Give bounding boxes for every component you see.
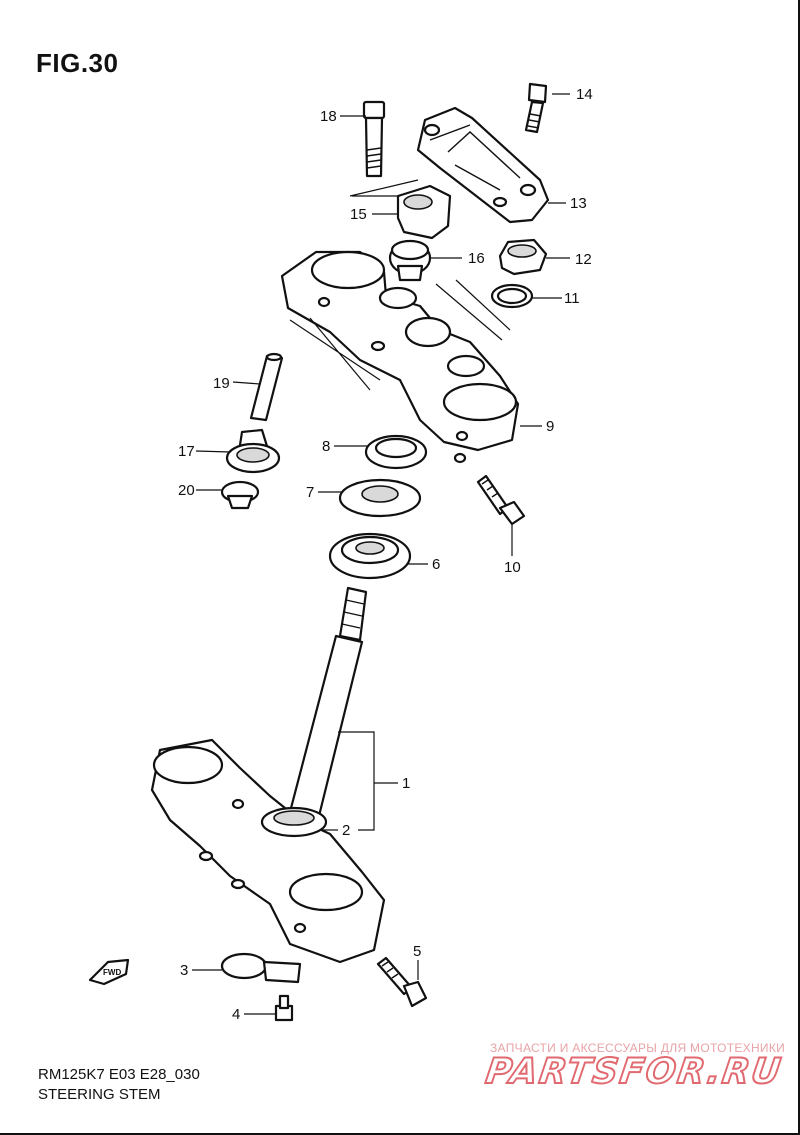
label-part-1: 1 — [402, 775, 410, 792]
part-3-hose-guide[interactable] — [220, 952, 302, 984]
figure-title: FIG.30 — [36, 48, 119, 78]
label-part-10: 10 — [504, 559, 521, 576]
watermark-caption: ЗАПЧАСТИ И АКСЕССУАРЫ ДЛЯ МОТОТЕХНИКИ — [490, 1041, 786, 1055]
label-part-4: 4 — [232, 1006, 240, 1023]
fwd-label: FWD — [103, 968, 121, 977]
label-part-2: 2 — [342, 822, 350, 839]
part-2-bearing[interactable] — [260, 806, 328, 838]
part-9-upper-bracket[interactable] — [280, 250, 520, 464]
label-part-18: 18 — [320, 108, 337, 125]
label-part-6: 6 — [432, 556, 440, 573]
part-8-lock-nut[interactable] — [364, 434, 428, 470]
part-number-labels: 18 14 13 15 16 12 11 9 19 17 8 20 7 10 6… — [178, 86, 593, 1023]
part-12-nut[interactable] — [498, 238, 548, 276]
part-7-dust-seal[interactable] — [338, 478, 422, 518]
part-1-steering-stem[interactable] — [150, 586, 386, 964]
label-part-15: 15 — [350, 206, 367, 223]
part-20-cushion[interactable] — [220, 480, 260, 510]
label-part-16: 16 — [468, 250, 485, 267]
diagram-name: STEERING STEM — [38, 1086, 161, 1103]
part-19-pin[interactable] — [249, 352, 284, 422]
label-part-7: 7 — [306, 484, 314, 501]
part-14-bolt[interactable] — [524, 82, 548, 134]
leader-lines — [192, 93, 570, 1015]
part-17-cushion[interactable] — [225, 428, 281, 474]
model-code: RM125K7 E03 E28_030 — [38, 1066, 200, 1083]
label-part-14: 14 — [576, 86, 593, 103]
label-part-5: 5 — [413, 943, 421, 960]
label-part-9: 9 — [546, 418, 554, 435]
part-13-handlebar-holder[interactable] — [416, 106, 550, 224]
label-part-3: 3 — [180, 962, 188, 979]
assembly-guides — [289, 179, 511, 391]
part-18-bolt[interactable] — [362, 100, 386, 178]
watermark-logo: PARTSFOR.RU — [482, 1051, 786, 1093]
label-part-20: 20 — [178, 482, 195, 499]
label-part-12: 12 — [575, 251, 592, 268]
fwd-arrow-icon: FWD — [88, 958, 130, 986]
part-11-washer[interactable] — [490, 283, 534, 309]
label-part-17: 17 — [178, 443, 195, 460]
part-5-bolt[interactable] — [376, 956, 428, 1008]
label-part-13: 13 — [570, 195, 587, 212]
part-16-cushion[interactable] — [388, 239, 432, 282]
label-part-8: 8 — [322, 438, 330, 455]
part-6-bearing[interactable] — [328, 532, 412, 580]
part-4-bolt[interactable] — [274, 994, 294, 1022]
label-part-19: 19 — [213, 375, 230, 392]
part-10-bolt[interactable] — [476, 474, 526, 526]
part-15-lower-holder[interactable] — [396, 184, 452, 240]
label-part-11: 11 — [564, 290, 580, 307]
